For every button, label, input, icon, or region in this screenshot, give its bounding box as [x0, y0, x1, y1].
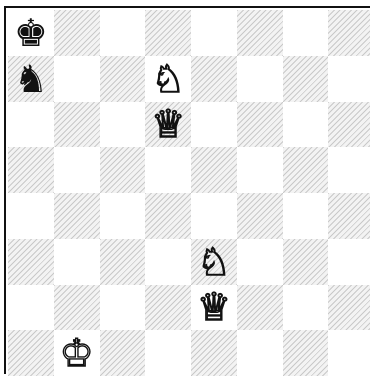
- square-c1[interactable]: [100, 330, 146, 376]
- square-h2[interactable]: [328, 285, 370, 331]
- square-d6[interactable]: ♕: [145, 102, 191, 148]
- square-b2[interactable]: [54, 285, 100, 331]
- square-f3[interactable]: [237, 239, 283, 285]
- square-d5[interactable]: [145, 147, 191, 193]
- square-e4[interactable]: [191, 193, 237, 239]
- white-knight-icon[interactable]: ♘: [191, 239, 237, 285]
- square-h1[interactable]: [328, 330, 370, 376]
- square-a3[interactable]: [8, 239, 54, 285]
- white-knight-icon[interactable]: ♘: [145, 56, 191, 102]
- square-b3[interactable]: [54, 239, 100, 285]
- square-g5[interactable]: [283, 147, 329, 193]
- square-h8[interactable]: [328, 10, 370, 56]
- square-g8[interactable]: [283, 10, 329, 56]
- square-h4[interactable]: [328, 193, 370, 239]
- square-h7[interactable]: [328, 56, 370, 102]
- square-e3[interactable]: ♘: [191, 239, 237, 285]
- square-a1[interactable]: [8, 330, 54, 376]
- square-h3[interactable]: [328, 239, 370, 285]
- chessboard[interactable]: ♚♞♘♕♘♕♔: [8, 10, 370, 376]
- square-a7[interactable]: ♞: [8, 56, 54, 102]
- square-a6[interactable]: [8, 102, 54, 148]
- square-f8[interactable]: [237, 10, 283, 56]
- square-g3[interactable]: [283, 239, 329, 285]
- white-queen-icon[interactable]: ♕: [191, 285, 237, 331]
- square-c3[interactable]: [100, 239, 146, 285]
- square-e8[interactable]: [191, 10, 237, 56]
- black-king-icon[interactable]: ♚: [8, 10, 54, 56]
- square-c5[interactable]: [100, 147, 146, 193]
- white-king-icon[interactable]: ♔: [54, 330, 100, 376]
- square-b5[interactable]: [54, 147, 100, 193]
- square-f5[interactable]: [237, 147, 283, 193]
- square-g1[interactable]: [283, 330, 329, 376]
- square-d2[interactable]: [145, 285, 191, 331]
- square-e7[interactable]: [191, 56, 237, 102]
- square-b6[interactable]: [54, 102, 100, 148]
- square-c7[interactable]: [100, 56, 146, 102]
- square-f2[interactable]: [237, 285, 283, 331]
- square-g7[interactable]: [283, 56, 329, 102]
- white-queen-icon[interactable]: ♕: [145, 102, 191, 148]
- square-f4[interactable]: [237, 193, 283, 239]
- square-d1[interactable]: [145, 330, 191, 376]
- square-e5[interactable]: [191, 147, 237, 193]
- square-g2[interactable]: [283, 285, 329, 331]
- square-g6[interactable]: [283, 102, 329, 148]
- square-c4[interactable]: [100, 193, 146, 239]
- square-c6[interactable]: [100, 102, 146, 148]
- square-c2[interactable]: [100, 285, 146, 331]
- square-a2[interactable]: [8, 285, 54, 331]
- square-e2[interactable]: ♕: [191, 285, 237, 331]
- square-b1[interactable]: ♔: [54, 330, 100, 376]
- square-c8[interactable]: [100, 10, 146, 56]
- square-h5[interactable]: [328, 147, 370, 193]
- square-a5[interactable]: [8, 147, 54, 193]
- square-f6[interactable]: [237, 102, 283, 148]
- square-a8[interactable]: ♚: [8, 10, 54, 56]
- square-f7[interactable]: [237, 56, 283, 102]
- square-e1[interactable]: [191, 330, 237, 376]
- square-d7[interactable]: ♘: [145, 56, 191, 102]
- square-d8[interactable]: [145, 10, 191, 56]
- square-d4[interactable]: [145, 193, 191, 239]
- square-b8[interactable]: [54, 10, 100, 56]
- square-d3[interactable]: [145, 239, 191, 285]
- square-a4[interactable]: [8, 193, 54, 239]
- square-g4[interactable]: [283, 193, 329, 239]
- black-knight-icon[interactable]: ♞: [8, 56, 54, 102]
- square-h6[interactable]: [328, 102, 370, 148]
- square-b7[interactable]: [54, 56, 100, 102]
- square-b4[interactable]: [54, 193, 100, 239]
- square-e6[interactable]: [191, 102, 237, 148]
- chessboard-frame: ♚♞♘♕♘♕♔: [4, 6, 370, 374]
- square-f1[interactable]: [237, 330, 283, 376]
